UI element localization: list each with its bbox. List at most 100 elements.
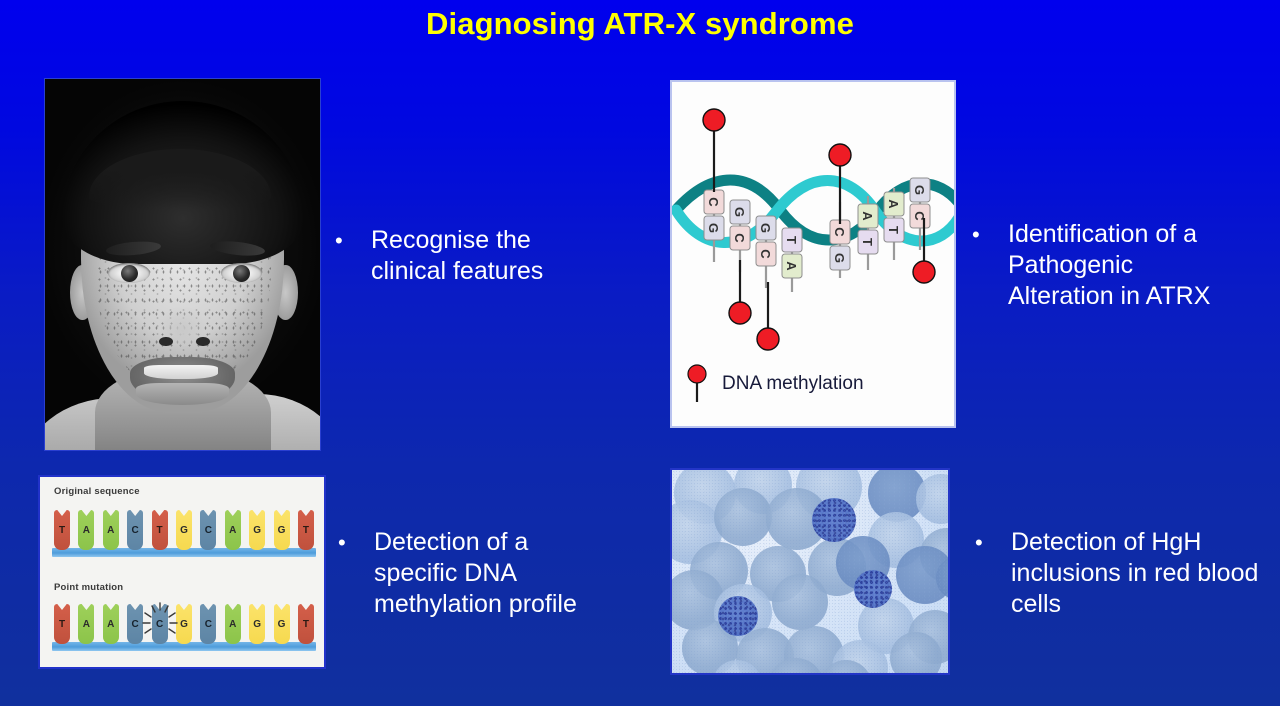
dna-base-letter: C (131, 524, 139, 536)
clinical-photograph-of-child (44, 78, 321, 451)
svg-text:G: G (732, 207, 747, 217)
dna-base-a: A (224, 510, 241, 550)
dna-base-letter: C (155, 618, 164, 630)
dna-base-c: C (141, 602, 178, 644)
dna-base-a: A (102, 510, 119, 550)
dna-base-letter: T (156, 524, 163, 536)
dna-base-letter: A (229, 618, 237, 630)
bullet-methylation-profile-label: Detection of a specific DNA methylation … (374, 528, 577, 618)
dna-base-letter: T (302, 618, 309, 630)
bullet-hgh-inclusions-label: Detection of HgH inclusions in red blood… (1011, 528, 1259, 618)
dna-base-pairs-left: C G G C G C T A (703, 189, 803, 292)
dna-base-letter: G (180, 524, 188, 536)
dna-base-g: G (249, 604, 266, 644)
methylation-marker-5 (912, 218, 936, 284)
bullet-marker-icon: • (975, 530, 983, 555)
svg-text:A: A (860, 211, 875, 221)
rbc-with-hgh-inclusion (812, 498, 856, 542)
svg-text:G: G (912, 185, 927, 195)
bullet-marker-icon: • (335, 228, 343, 253)
original-sequence-label: Original sequence (54, 486, 140, 497)
dna-methylation-diagram: .strand-back { fill:none; stroke:#0d8184… (670, 80, 956, 428)
svg-text:T: T (784, 236, 799, 244)
bullet-marker-icon: • (972, 222, 980, 247)
dna-base-g: G (273, 510, 290, 550)
dna-base-c: C (127, 604, 144, 644)
dna-backbone (52, 642, 316, 651)
dna-base-a: A (102, 604, 119, 644)
methylation-marker-4 (828, 143, 852, 224)
dna-helix-svg: .strand-back { fill:none; stroke:#0d8184… (672, 108, 954, 351)
point-mutation-label: Point mutation (54, 582, 124, 593)
rbc-with-hgh-inclusion (854, 570, 892, 608)
dna-base-g: G (249, 510, 266, 550)
svg-text:C: C (758, 249, 773, 259)
dna-base-letter: A (107, 618, 115, 630)
dna-base-letter: T (302, 524, 309, 536)
dna-base-g: G (175, 604, 192, 644)
red-blood-cell (936, 556, 948, 600)
dna-base-letter: A (107, 524, 115, 536)
red-blood-cell (820, 660, 872, 673)
dna-backbone (52, 548, 316, 557)
dna-base-letter: G (277, 524, 286, 536)
dna-base-letter: A (229, 524, 237, 536)
photo-nose (157, 286, 208, 347)
svg-text:G: G (832, 253, 847, 263)
svg-text:T: T (886, 226, 901, 234)
bullet-marker-icon: • (338, 530, 346, 555)
dna-base-letter: T (58, 524, 66, 536)
dna-base-t: T (151, 510, 168, 550)
dna-base-pairs-right: C G A T A T G C (829, 177, 931, 278)
svg-text:A: A (886, 199, 901, 209)
dna-base-letter: A (82, 618, 90, 630)
dna-base-c: C (200, 510, 217, 550)
red-blood-cell (768, 658, 824, 673)
photo-iris-right (232, 264, 250, 282)
dna-base-g: G (273, 604, 290, 644)
dna-base-a: A (78, 510, 95, 550)
smear-grain-texture (672, 470, 948, 673)
red-blood-cell (714, 488, 772, 546)
svg-text:T: T (860, 238, 875, 246)
dna-base-letter: T (58, 618, 66, 630)
dna-base-letter: C (204, 524, 212, 536)
bullet-clinical-features-label: Recognise the clinical features (371, 226, 544, 285)
bullet-pathogenic-alteration-label: Identification of a Pathogenic Alteratio… (1008, 220, 1211, 310)
bullet-hgh-inclusions: • Detection of HgH inclusions in red blo… (975, 527, 1280, 620)
methylation-marker-3 (756, 282, 780, 351)
dna-base-letter: G (180, 618, 188, 630)
bullet-pathogenic-alteration: • Identification of a Pathogenic Alterat… (972, 219, 1272, 312)
dna-base-letter: G (277, 618, 286, 630)
dna-base-t: T (54, 604, 70, 644)
red-blood-cell (712, 660, 762, 673)
methylation-marker-2 (728, 260, 752, 325)
photo-teeth (144, 364, 219, 380)
dna-methylation-legend-label: DNA methylation (722, 373, 864, 394)
photo-nostril-left (159, 336, 173, 347)
dna-methylation-legend: DNA methylation (686, 364, 864, 404)
svg-text:A: A (784, 261, 799, 271)
page-title: Diagnosing ATR-X syndrome (426, 6, 854, 41)
svg-text:G: G (758, 223, 773, 233)
dna-base-letter: A (82, 524, 90, 536)
dna-base-letter: C (131, 618, 139, 630)
dna-base-t: T (54, 510, 70, 550)
methylation-marker-1 (702, 108, 726, 192)
photo-nostril-right (196, 336, 210, 347)
dna-base-t: T (297, 604, 314, 644)
photo-iris-left (120, 264, 138, 282)
blood-smear-micrograph (670, 468, 950, 675)
dna-base-letter: C (204, 618, 212, 630)
svg-text:G: G (706, 223, 721, 233)
methylation-legend-marker-icon (687, 364, 707, 402)
dna-base-t: T (297, 510, 314, 550)
dna-base-c: C (200, 604, 217, 644)
dna-base-g: G (175, 510, 192, 550)
photo-lower-lip (135, 383, 230, 406)
